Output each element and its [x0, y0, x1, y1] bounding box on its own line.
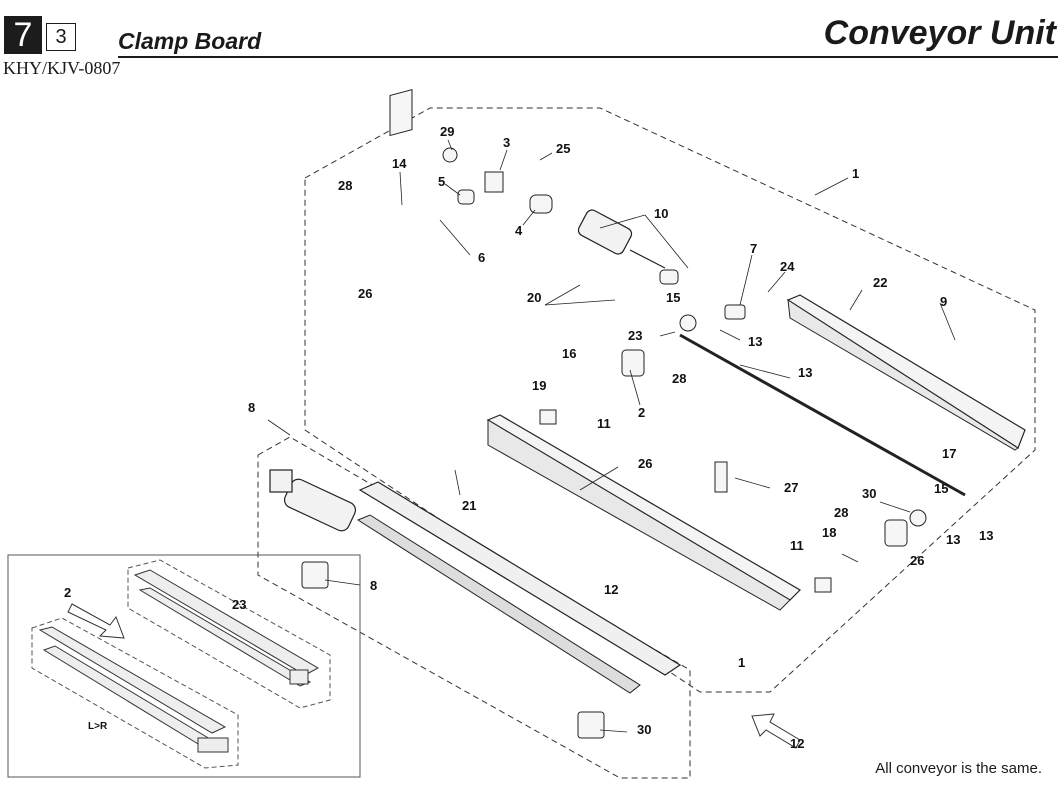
part-callout-26: 26 [910, 553, 924, 568]
model-code: KHY/KJV-0807 [3, 58, 121, 78]
part-callout-22: 22 [873, 275, 887, 290]
small-parts [301, 88, 927, 739]
part-callout-27: 27 [784, 480, 798, 495]
section-number: 3 [46, 23, 76, 51]
part-callout-2: 2 [64, 585, 71, 600]
footnote: All conveyor is the same. [875, 760, 1042, 777]
part-callout-1: 1 [852, 166, 859, 181]
part-callout-7: 7 [750, 241, 757, 256]
part-callout-4: 4 [515, 223, 523, 238]
assembly-1-boundary [304, 107, 1036, 693]
part-callout-13: 13 [748, 334, 762, 349]
part-callout-28: 28 [338, 178, 352, 193]
part-callout-15: 15 [934, 481, 948, 496]
part-callout-13: 13 [979, 528, 993, 543]
part-callout-23: 23 [232, 597, 246, 612]
part-callout-28: 28 [672, 371, 686, 386]
part-callout-29: 29 [440, 124, 454, 139]
part-callout-5: 5 [438, 174, 445, 189]
inset-boundary-1 [31, 617, 239, 769]
part-callout-10: 10 [654, 206, 668, 221]
leader-lines [267, 139, 956, 733]
part-callout-18: 18 [822, 525, 836, 540]
part-callout-8: 8 [248, 400, 255, 415]
unit-title: Conveyor Unit [823, 14, 1056, 52]
part-callout-15: 15 [666, 290, 680, 305]
part-callout-6: 6 [478, 250, 485, 265]
part-callout-3: 3 [503, 135, 510, 150]
part-callout-13: 13 [798, 365, 812, 380]
part-callout-2: 2 [638, 405, 645, 420]
part-callout-30: 30 [637, 722, 651, 737]
part-callout-9: 9 [940, 294, 947, 309]
chapter-number: 7 [4, 16, 42, 54]
part-callout-20: 20 [527, 290, 541, 305]
part-callout-28: 28 [834, 505, 848, 520]
arrow-l-to-r [67, 603, 125, 639]
inset-box [7, 554, 361, 778]
assembly-2-rail [358, 481, 682, 676]
direction-label: L>R [88, 721, 108, 732]
part-callout-13: 13 [946, 532, 960, 547]
part-callout-23: 23 [628, 328, 642, 343]
part-callout-26: 26 [638, 456, 652, 471]
air-cylinder-10 [577, 209, 666, 269]
part-callout-17: 17 [942, 446, 956, 461]
part-callout-14: 14 [392, 156, 407, 171]
rail-9 [786, 294, 1026, 449]
part-callout-26: 26 [358, 286, 372, 301]
rod-19 [679, 333, 966, 497]
inset-boundary-2 [127, 559, 331, 709]
header-rule [118, 56, 1058, 58]
arrow-r-to-l [751, 713, 801, 749]
part-callout-1: 1 [738, 655, 745, 670]
part-callout-24: 24 [780, 259, 795, 274]
part-callout-12: 12 [790, 736, 804, 751]
part-callout-11: 11 [790, 538, 804, 553]
inset-rail-1 [38, 626, 229, 753]
part-callout-19: 19 [532, 378, 546, 393]
part-callout-16: 16 [562, 346, 576, 361]
part-callout-11: 11 [597, 416, 611, 431]
assembly-2-cylinder [269, 469, 357, 532]
part-callout-8: 8 [370, 578, 377, 593]
part-callout-21: 21 [462, 498, 476, 513]
assembly-2-boundary [257, 436, 691, 779]
clamp-plate-17 [486, 414, 801, 601]
part-callout-30: 30 [862, 486, 876, 501]
inset-rail-2 [133, 569, 320, 687]
page-title: Clamp Board [118, 28, 262, 54]
part-callout-12: 12 [604, 582, 618, 597]
part-callout-25: 25 [556, 141, 570, 156]
